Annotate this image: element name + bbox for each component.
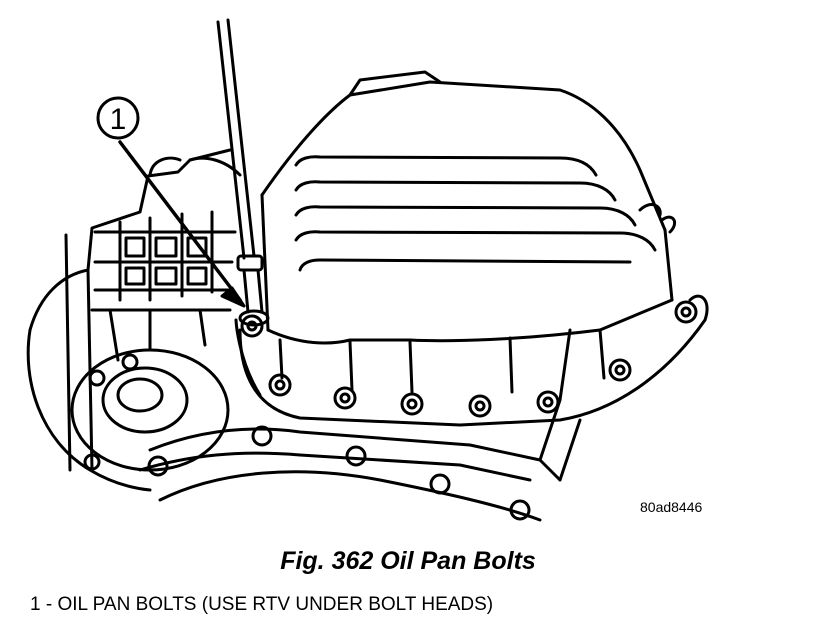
converter-housing bbox=[138, 328, 582, 522]
oil-pan-bolts bbox=[147, 300, 698, 521]
legend-item: 1 - OIL PAN BOLTS (USE RTV UNDER BOLT HE… bbox=[30, 594, 494, 615]
transmission-case bbox=[26, 148, 242, 492]
oil-pan-illustration: 1 80ad8446 bbox=[26, 18, 709, 522]
figure-title: Fig. 362 Oil Pan Bolts bbox=[280, 547, 536, 575]
image-code: 80ad8446 bbox=[640, 499, 703, 515]
callout-number-1: 1 bbox=[110, 103, 127, 136]
oil-pan bbox=[234, 70, 709, 427]
callout-leader-1 bbox=[96, 96, 246, 308]
